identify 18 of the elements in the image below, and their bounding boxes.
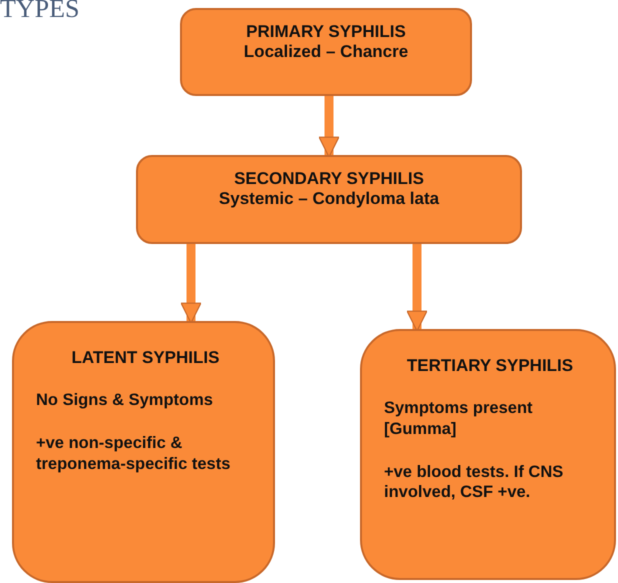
heading: SECONDARY SYPHILIS xyxy=(234,169,424,190)
heading: LATENT SYPHILIS xyxy=(70,347,220,368)
block-arrow xyxy=(180,244,202,324)
title: TYPES xyxy=(0,0,80,24)
rounded-box xyxy=(12,321,275,583)
heading: PRIMARY SYPHILIS xyxy=(246,22,406,42)
rounded-box xyxy=(180,8,472,96)
heading: TERTIARY SYPHILIS xyxy=(406,355,574,376)
body-text: +ve non-specific & treponema-specific tests xyxy=(36,432,232,474)
body-text: +ve blood tests. If CNS involved, CSF +ve. xyxy=(384,462,564,503)
block-arrow xyxy=(406,244,428,332)
body-text: Systemic – Condyloma lata xyxy=(218,189,440,210)
body-text: Localized – Chancre xyxy=(244,42,408,63)
body-text: Symptoms present [Gumma] xyxy=(384,398,534,440)
rounded-box xyxy=(360,329,616,580)
rounded-box xyxy=(136,155,522,244)
block-arrow xyxy=(318,96,340,158)
body-text: No Signs & Symptoms xyxy=(36,390,214,411)
